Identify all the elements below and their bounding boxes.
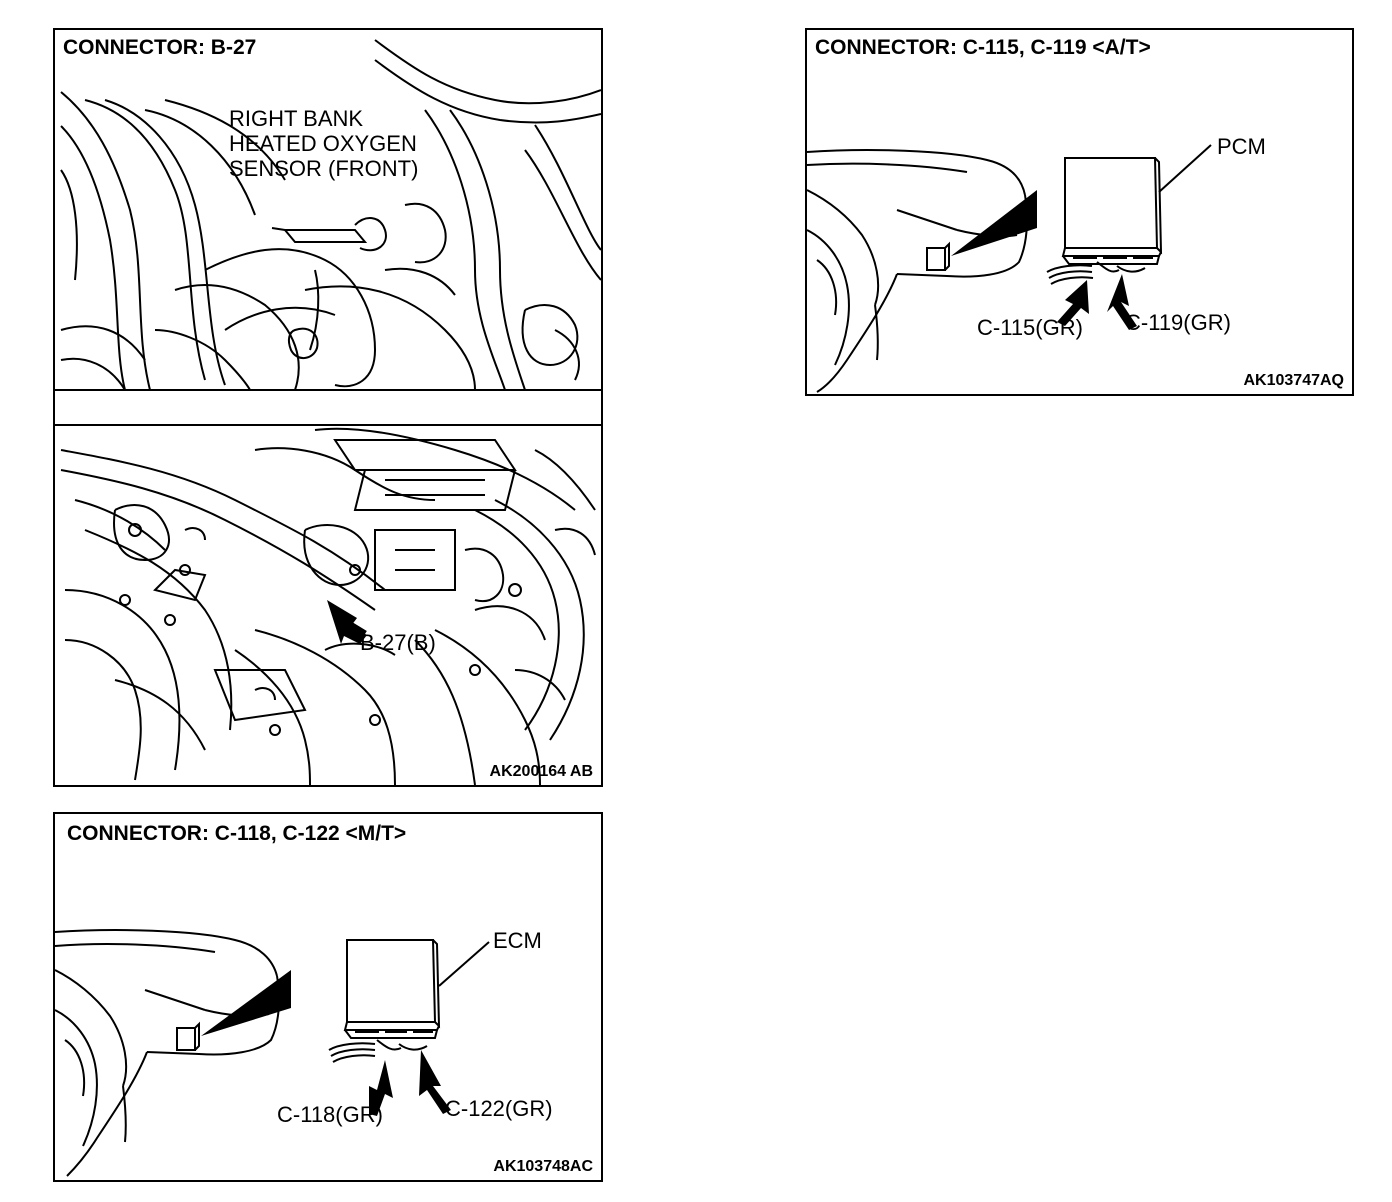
connector-c115-label: C-115(GR) [977, 315, 1083, 340]
connector-c122-label: C-122(GR) [445, 1096, 553, 1121]
pcm-label: PCM [1217, 134, 1266, 159]
sensor-label-line-3: SENSOR (FRONT) [229, 156, 419, 181]
pcm-location-illustration [807, 144, 1212, 393]
ecm-location-illustration [55, 929, 490, 1177]
connector-c118-label: C-118(GR) [277, 1102, 383, 1127]
panel-title: CONNECTOR: B-27 [63, 36, 257, 59]
engine-bay-sensor-illustration [55, 39, 601, 785]
connector-c118-c122-panel: CONNECTOR: C-118, C-122 <M/T> ECM C-118(… [53, 812, 603, 1182]
panel-title: CONNECTOR: C-115, C-119 <A/T> [815, 36, 1151, 59]
figure-code: AK103747AQ [1243, 372, 1345, 389]
ecm-label: ECM [493, 928, 542, 953]
connector-c119-label: C-119(GR) [1125, 310, 1231, 335]
connector-c115-c119-panel: CONNECTOR: C-115, C-119 <A/T> PCM C-115(… [805, 28, 1354, 396]
connector-b27-label: B-27(B) [360, 630, 436, 655]
figure-code: AK200164 AB [489, 763, 593, 780]
sensor-label-line-1: RIGHT BANK [229, 106, 364, 131]
sensor-label-line-2: HEATED OXYGEN [229, 131, 417, 156]
figure-code: AK103748AC [493, 1158, 593, 1175]
panel-title: CONNECTOR: C-118, C-122 <M/T> [67, 822, 407, 845]
connector-b27-panel: CONNECTOR: B-27 RIGHT BANK HEATED OXYGEN… [53, 28, 603, 787]
